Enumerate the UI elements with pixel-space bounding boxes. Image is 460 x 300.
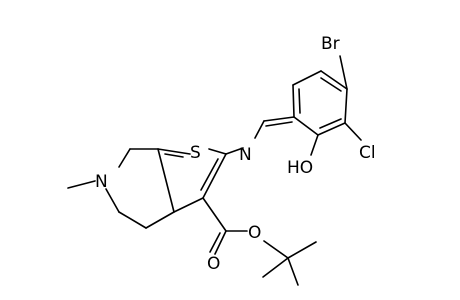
bond — [157, 148, 175, 213]
bromine-label: Br — [321, 34, 340, 54]
bond — [262, 257, 289, 278]
bond — [145, 211, 175, 229]
bond — [319, 118, 342, 129]
bond — [287, 241, 317, 259]
bond — [287, 257, 299, 286]
ring-nitrogen-label: N — [95, 172, 108, 192]
bond — [67, 180, 96, 189]
ester-oxygen-label: O — [248, 223, 261, 243]
bond — [202, 197, 227, 232]
bond — [208, 148, 227, 155]
bond — [293, 116, 319, 136]
bond — [310, 134, 319, 156]
bond — [320, 70, 348, 90]
bond — [209, 232, 221, 253]
bond — [263, 240, 289, 259]
bond — [254, 120, 265, 139]
bond — [292, 84, 295, 118]
imine-nitrogen-label: N — [239, 145, 252, 165]
bond — [202, 153, 227, 199]
carbonyl-oxygen-label: O — [207, 254, 220, 274]
bond — [157, 148, 191, 155]
bond — [225, 147, 244, 155]
atom-labels: Br Cl HO N S N O O — [95, 34, 376, 274]
bond-lines — [67, 55, 362, 286]
bond — [173, 197, 204, 213]
bond — [118, 148, 131, 168]
bond — [317, 122, 346, 136]
bond — [105, 188, 120, 213]
chlorine-label: Cl — [359, 143, 376, 163]
hydroxyl-label: HO — [287, 158, 313, 178]
bond — [344, 88, 348, 124]
bond — [339, 55, 348, 90]
sulfur-label: S — [190, 143, 201, 163]
bond — [118, 211, 147, 229]
bond — [263, 116, 295, 122]
bond — [344, 122, 362, 141]
bond — [265, 121, 293, 127]
bond — [298, 88, 301, 114]
bond — [320, 77, 342, 92]
bond — [292, 70, 322, 86]
bond — [214, 230, 227, 255]
bond — [200, 158, 219, 191]
bond — [164, 153, 184, 158]
